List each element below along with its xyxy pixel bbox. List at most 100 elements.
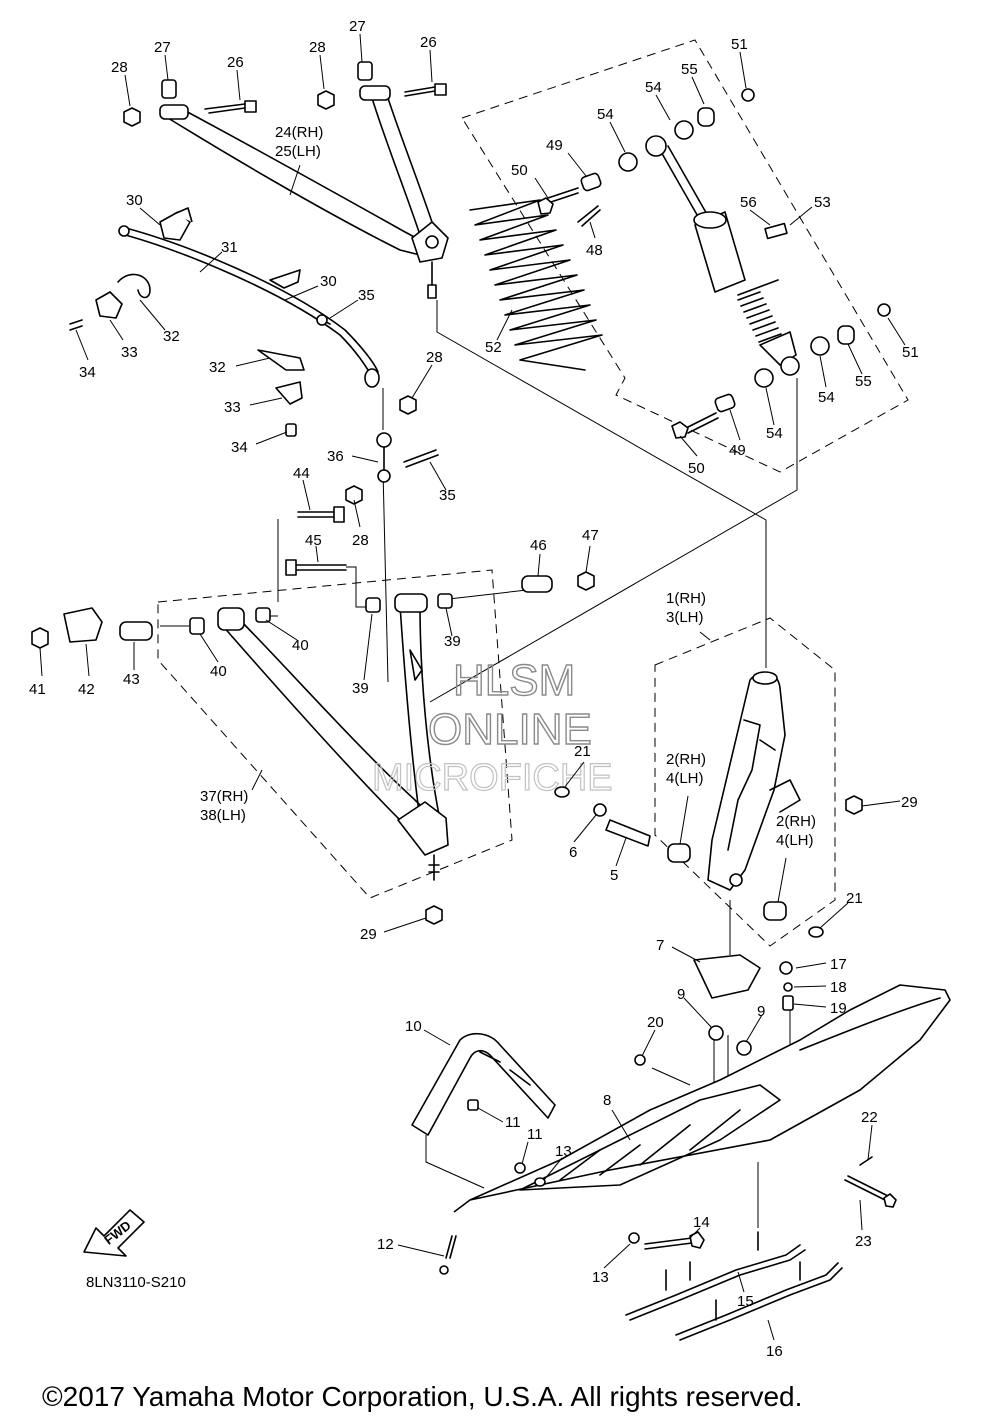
callout-label: 13 (592, 1269, 609, 1286)
callout-label: 49 (729, 442, 746, 459)
spindle-assembly-outline (654, 617, 836, 947)
callout-label: 2(RH) (776, 813, 816, 830)
callout-label: 13 (555, 1143, 572, 1160)
callout-label: 11 (527, 1126, 543, 1143)
callout-label: 34 (79, 364, 96, 381)
upper-a-arm (123, 61, 449, 299)
shock-assembly-outline (461, 39, 909, 473)
callout-label: 54 (766, 425, 783, 442)
callout-label: 7 (656, 937, 664, 954)
callout-label: 35 (358, 287, 375, 304)
watermark-line3: MICROFICHE (372, 757, 613, 799)
callout-label: 23 (855, 1233, 872, 1250)
callout-label: 10 (405, 1018, 422, 1035)
callout-label: 31 (221, 239, 238, 256)
callout-label: 37(RH) (200, 788, 248, 805)
callout-label: 54 (597, 106, 614, 123)
watermark-line1: HLSM (453, 656, 575, 705)
callout-label: 6 (569, 844, 577, 861)
fwd-arrow-icon: FWD (83, 1209, 145, 1257)
callout-label: 45 (305, 532, 322, 549)
callout-label: 21 (846, 890, 863, 907)
callout-label: 27 (154, 39, 171, 56)
callout-label: 8 (603, 1092, 611, 1109)
callout-label: 47 (582, 527, 599, 544)
callout-label: 48 (586, 242, 603, 259)
callout-label: 16 (766, 1343, 783, 1360)
lower-arm-assembly-outline (157, 569, 513, 899)
reference-lines (160, 300, 798, 1228)
callout-label: 26 (420, 34, 437, 51)
callout-label: 9 (757, 1003, 765, 1020)
callout-label: 17 (830, 956, 847, 973)
callout-label: 2(RH) (666, 751, 706, 768)
diagram-code: 8LN3110-S210 (86, 1274, 186, 1291)
callout-label: 15 (737, 1293, 754, 1310)
ski-runners (625, 1231, 843, 1341)
callout-label: 3(LH) (666, 609, 704, 626)
callout-label: 30 (320, 273, 337, 290)
callout-label: 28 (111, 59, 128, 76)
callout-label: 24(RH) (275, 124, 323, 141)
callout-label: 5 (610, 867, 618, 884)
ski-handle (411, 1032, 556, 1275)
callout-label: 54 (818, 389, 835, 406)
coil-spring (469, 199, 603, 371)
copyright-notice: ©2017 Yamaha Motor Corporation, U.S.A. A… (42, 1381, 802, 1412)
callout-label: 38(LH) (200, 807, 246, 824)
callout-label: 32 (209, 359, 226, 376)
callout-label: 49 (546, 137, 563, 154)
lower-a-arm (31, 506, 595, 881)
callout-label: 12 (377, 1236, 394, 1253)
callout-label: 1(RH) (666, 590, 706, 607)
callout-label: 20 (647, 1014, 664, 1031)
callout-label: 28 (352, 532, 369, 549)
callout-label: 27 (349, 18, 366, 35)
callout-label: 54 (645, 79, 662, 96)
callout-label: 42 (78, 681, 95, 698)
watermark: HLSM ONLINE MICROFICHE (371, 655, 613, 799)
shock-lower-hardware (671, 303, 891, 439)
callout-label: 25(LH) (275, 143, 321, 160)
callout-label: 44 (293, 465, 310, 482)
callout-label: 9 (677, 986, 685, 1003)
callout-label: 18 (830, 979, 847, 996)
callout-label: 26 (227, 54, 244, 71)
callout-label: 40 (292, 637, 309, 654)
callout-label: 29 (901, 794, 918, 811)
stabilizer-link (345, 432, 439, 505)
watermark-line2: ONLINE (428, 705, 592, 754)
callout-label: 52 (485, 339, 502, 356)
assembly-outlines (157, 39, 909, 947)
callout-label: 53 (814, 194, 831, 211)
callout-label: 51 (902, 344, 919, 361)
leader-lines (39, 33, 906, 1341)
callout-label: 39 (444, 633, 461, 650)
callout-label: 4(LH) (776, 832, 814, 849)
spindle (425, 671, 863, 938)
stabilizer-bar (69, 207, 417, 437)
callout-label: 11 (505, 1114, 521, 1131)
callout-label: 46 (530, 537, 547, 554)
callout-label: 19 (830, 1000, 847, 1017)
callout-label: 55 (681, 61, 698, 78)
callout-label: 30 (126, 192, 143, 209)
ski (453, 954, 951, 1213)
callout-label: 55 (855, 373, 872, 390)
callout-label: 56 (740, 194, 757, 211)
callout-label: 51 (731, 36, 748, 53)
callout-label: 41 (29, 681, 46, 698)
callout-label: 4(LH) (666, 770, 704, 787)
callout-label: 50 (511, 162, 528, 179)
callout-label: 33 (224, 399, 241, 416)
callout-label: 43 (123, 671, 140, 688)
callout-label: 29 (360, 926, 377, 943)
callout-label: 40 (210, 663, 227, 680)
shock-upper-hardware (537, 88, 755, 227)
callout-labels: 27 28 26 28 27 26 24(RH) 25(LH) 51 55 54… (29, 18, 919, 1360)
callout-label: 28 (309, 39, 326, 56)
callout-label: 21 (574, 743, 591, 760)
callout-label: 32 (163, 328, 180, 345)
callout-label: 14 (693, 1214, 710, 1231)
